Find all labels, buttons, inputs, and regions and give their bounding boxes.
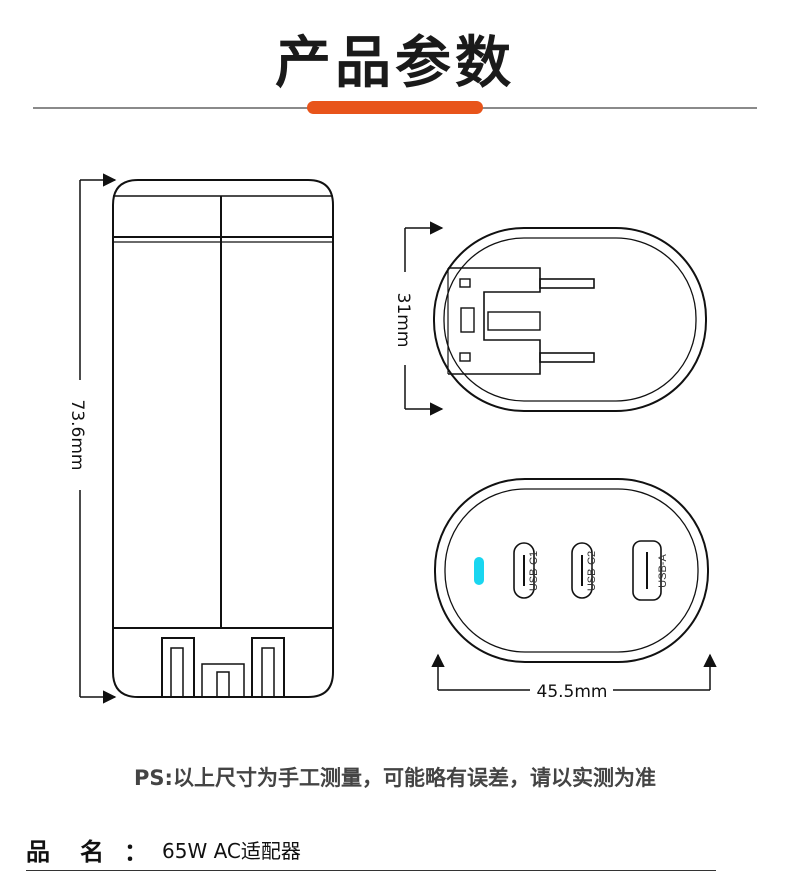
page-title: 产品参数 — [275, 31, 515, 96]
side-view-charger — [112, 179, 334, 698]
usb-a-label: USB-A — [657, 554, 669, 588]
spec-value: 65W AC适配器 — [162, 839, 301, 863]
spec-row-product-name: 品名 ： 65W AC适配器 — [26, 832, 301, 867]
depth-dimension-line — [404, 221, 444, 416]
height-dimension-label: 73.6mm — [67, 400, 87, 471]
spec-divider — [26, 870, 716, 871]
depth-dimension-label: 31mm — [393, 293, 413, 348]
measurement-note: PS:以上尺寸为手工测量，可能略有误差，请以实测为准 — [134, 766, 656, 790]
spec-label: 品名 — [26, 838, 134, 866]
usb-c1-port — [513, 542, 535, 599]
usb-c2-label: USB-C2 — [586, 551, 598, 591]
title-accent-bar — [307, 101, 483, 114]
top-view-charger — [433, 227, 707, 412]
front-view-charger — [434, 478, 709, 663]
width-dimension-line — [431, 653, 717, 691]
width-dimension-label: 45.5mm — [537, 682, 608, 702]
usb-c2-port — [571, 542, 593, 599]
usb-c1-label: USB-C1 — [528, 551, 540, 591]
usb-a-port — [632, 540, 662, 601]
spec-colon: ： — [124, 838, 148, 866]
height-dimension-line — [79, 173, 117, 704]
power-indicator-led — [474, 557, 484, 585]
